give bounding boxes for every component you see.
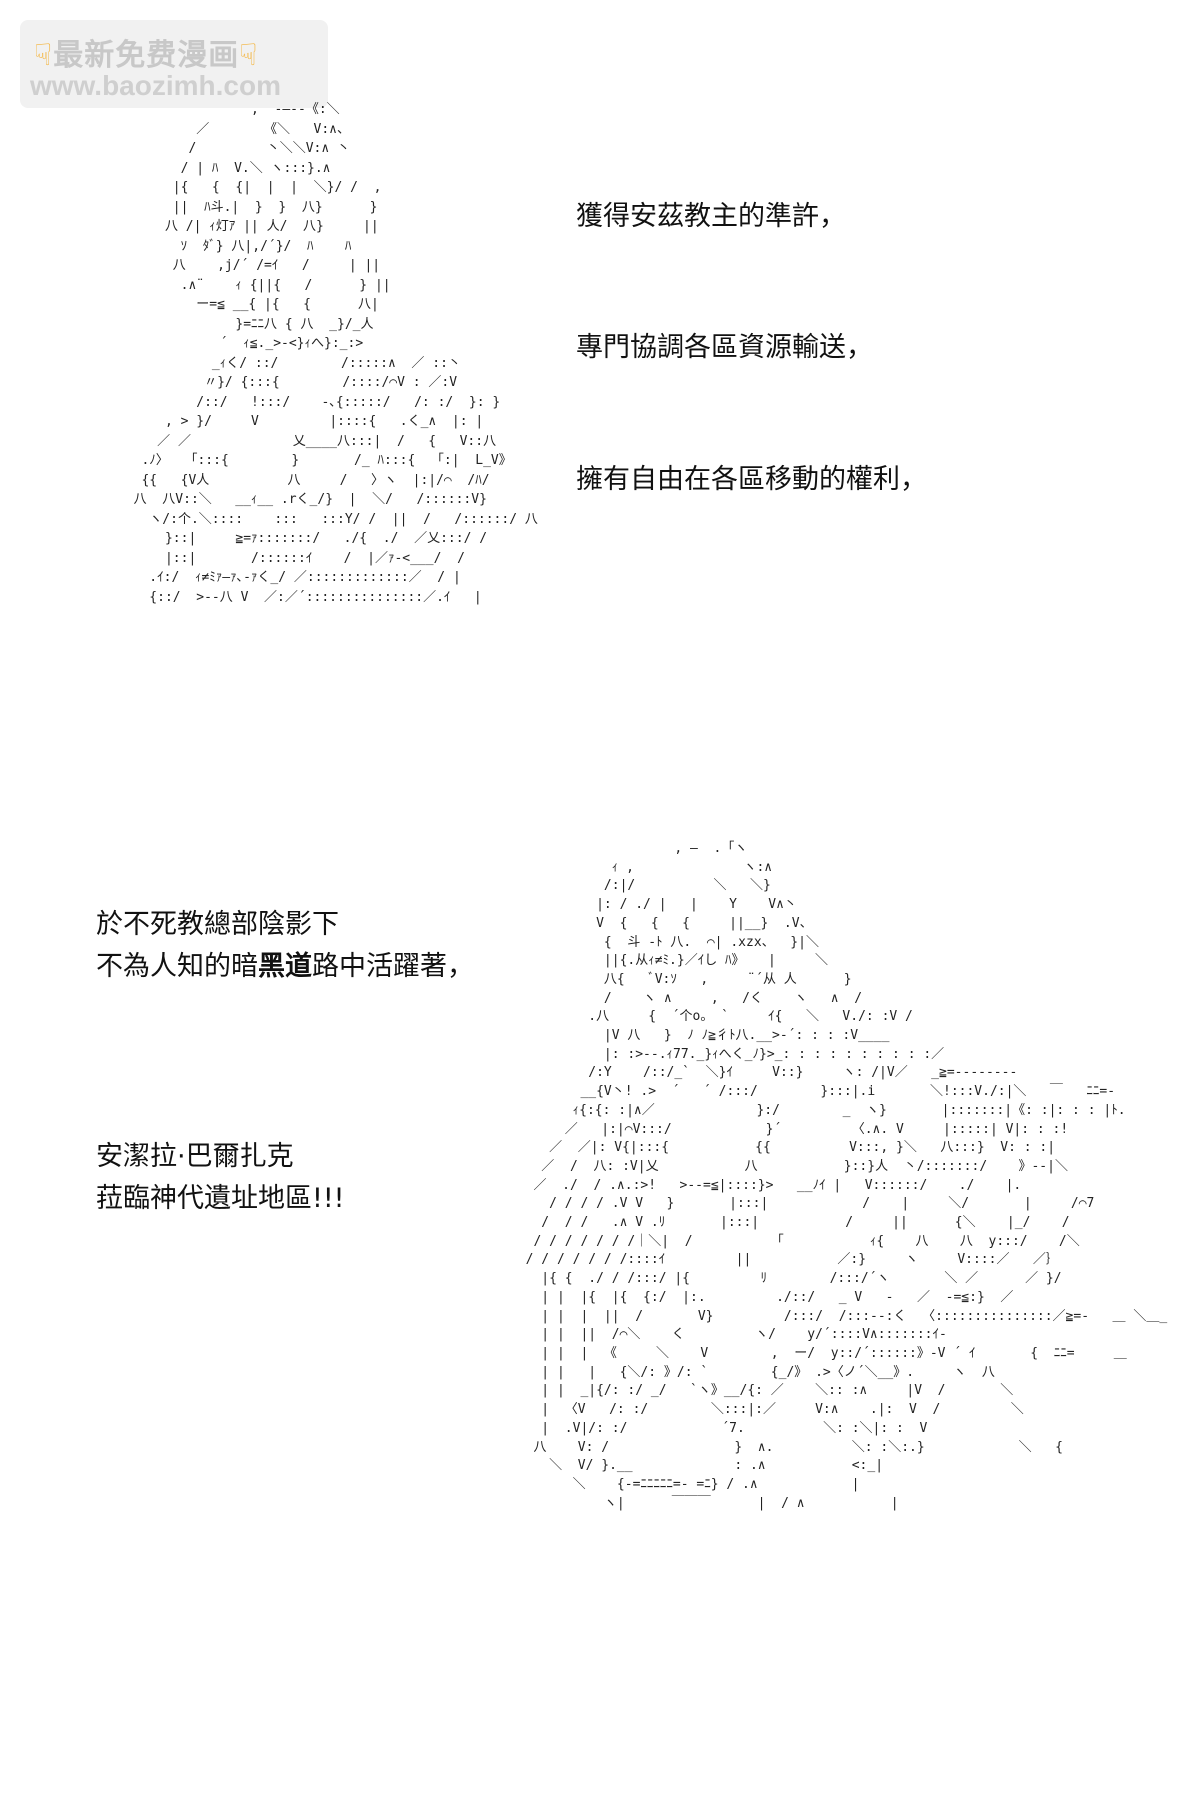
ascii-art-figure-top: , -―‐-《:＼ ／ 《＼ V:∧、 / 丶＼＼V:∧ 丶 / | ﾊ V.＼… [133, 102, 538, 605]
caption-shadow-line2-bold: 黑道 [258, 951, 312, 982]
watermark-banner: ☟最新免费漫画☟ www.baozimh.com [20, 20, 328, 108]
caption-angela-block: 安潔拉·巴爾扎克 菈臨神代遺址地區!!! [96, 1136, 344, 1220]
caption-shadow-line2-end: 路中活躍著， [312, 951, 474, 982]
watermark-title: ☟最新免费漫画☟ [34, 30, 259, 74]
caption-shadow-line1: 於不死教總部陰影下 [96, 909, 339, 940]
caption-shadow-line2: 不為人知的暗黑道路中活躍著， [96, 946, 474, 988]
pointing-down-hand-icon: ☟ [239, 38, 259, 73]
caption-coordination: 專門協調各區資源輸送， [576, 332, 873, 363]
pointing-down-hand-icon: ☟ [34, 38, 54, 73]
caption-permission: 獲得安茲教主的準許， [576, 201, 846, 232]
watermark-title-text: 最新免费漫画 [53, 38, 240, 73]
ascii-art-figure-bottom: , ― .「ヽ ｨ , ヽ:∧ /:|/ ＼ ＼} |: / ./ | | Y … [525, 841, 1168, 1511]
caption-shadow-line2-start: 不為人知的暗 [96, 951, 258, 982]
watermark-url: www.baozimh.com [30, 70, 281, 101]
caption-shadow-block: 於不死教總部陰影下 不為人知的暗黑道路中活躍著， [96, 904, 474, 988]
caption-free-movement: 擁有自由在各區移動的權利， [576, 464, 927, 495]
caption-angela-line1: 安潔拉·巴爾扎克 [96, 1141, 294, 1172]
caption-angela-line2: 菈臨神代遺址地區!!! [96, 1183, 345, 1214]
